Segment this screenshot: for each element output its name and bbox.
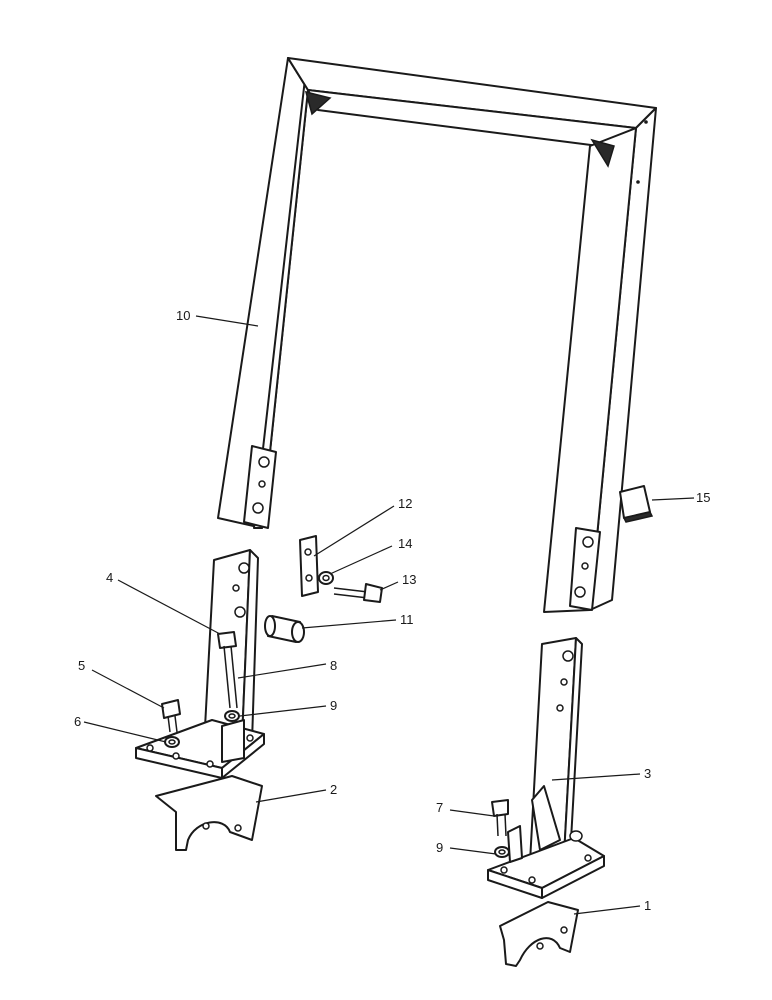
callout-5: 5 bbox=[78, 658, 85, 673]
callout-6: 6 bbox=[74, 714, 81, 729]
leader-12 bbox=[313, 505, 395, 557]
leader-8 bbox=[237, 663, 327, 679]
washer-part-14 bbox=[318, 571, 334, 585]
washer-part-6 bbox=[164, 736, 180, 748]
washer-part-9-left bbox=[224, 710, 240, 722]
callout-7: 7 bbox=[436, 800, 443, 815]
callout-15: 15 bbox=[696, 490, 710, 505]
callout-1: 1 bbox=[644, 898, 651, 913]
plate-part-12 bbox=[299, 535, 319, 597]
callout-8: 8 bbox=[330, 658, 337, 673]
post-part-4 bbox=[135, 549, 265, 779]
leader-6 bbox=[83, 721, 167, 743]
leader-5 bbox=[91, 669, 165, 709]
leader-11 bbox=[301, 619, 397, 629]
leader-lines bbox=[83, 315, 695, 915]
callout-9-left: 9 bbox=[330, 698, 337, 713]
leader-9-right bbox=[449, 847, 497, 855]
bracket-part-1 bbox=[499, 901, 579, 967]
leader-4 bbox=[117, 579, 221, 635]
bolt-part-5 bbox=[161, 699, 181, 733]
callout-10: 10 bbox=[176, 308, 190, 323]
bushing-part-11 bbox=[264, 615, 305, 643]
washer-part-9-right bbox=[494, 846, 510, 858]
leader-2 bbox=[255, 789, 327, 803]
bracket-part-2 bbox=[155, 775, 263, 851]
bolt-part-7 bbox=[491, 799, 509, 837]
callout-labels: 10 12 14 13 11 4 5 6 8 9 2 15 3 7 9 1 bbox=[74, 308, 710, 913]
leader-14 bbox=[329, 545, 393, 575]
callout-12: 12 bbox=[398, 496, 412, 511]
callout-14: 14 bbox=[398, 536, 412, 551]
callout-9-right: 9 bbox=[436, 840, 443, 855]
leader-13 bbox=[379, 581, 399, 591]
leader-15 bbox=[651, 497, 695, 501]
leader-3 bbox=[551, 773, 641, 781]
post-part-3 bbox=[487, 637, 605, 899]
leader-9-left bbox=[239, 705, 327, 717]
leader-7 bbox=[449, 809, 495, 817]
leader-10 bbox=[195, 315, 259, 327]
callout-2: 2 bbox=[330, 782, 337, 797]
pad-part-15 bbox=[619, 485, 654, 523]
callout-3: 3 bbox=[644, 766, 651, 781]
frame-part-10 bbox=[217, 57, 657, 613]
callout-4: 4 bbox=[106, 570, 113, 585]
bolt-part-8 bbox=[217, 631, 238, 709]
bolt-part-13 bbox=[333, 583, 383, 603]
leader-1 bbox=[573, 905, 641, 915]
callout-11: 11 bbox=[400, 612, 414, 627]
callout-13: 13 bbox=[402, 572, 416, 587]
